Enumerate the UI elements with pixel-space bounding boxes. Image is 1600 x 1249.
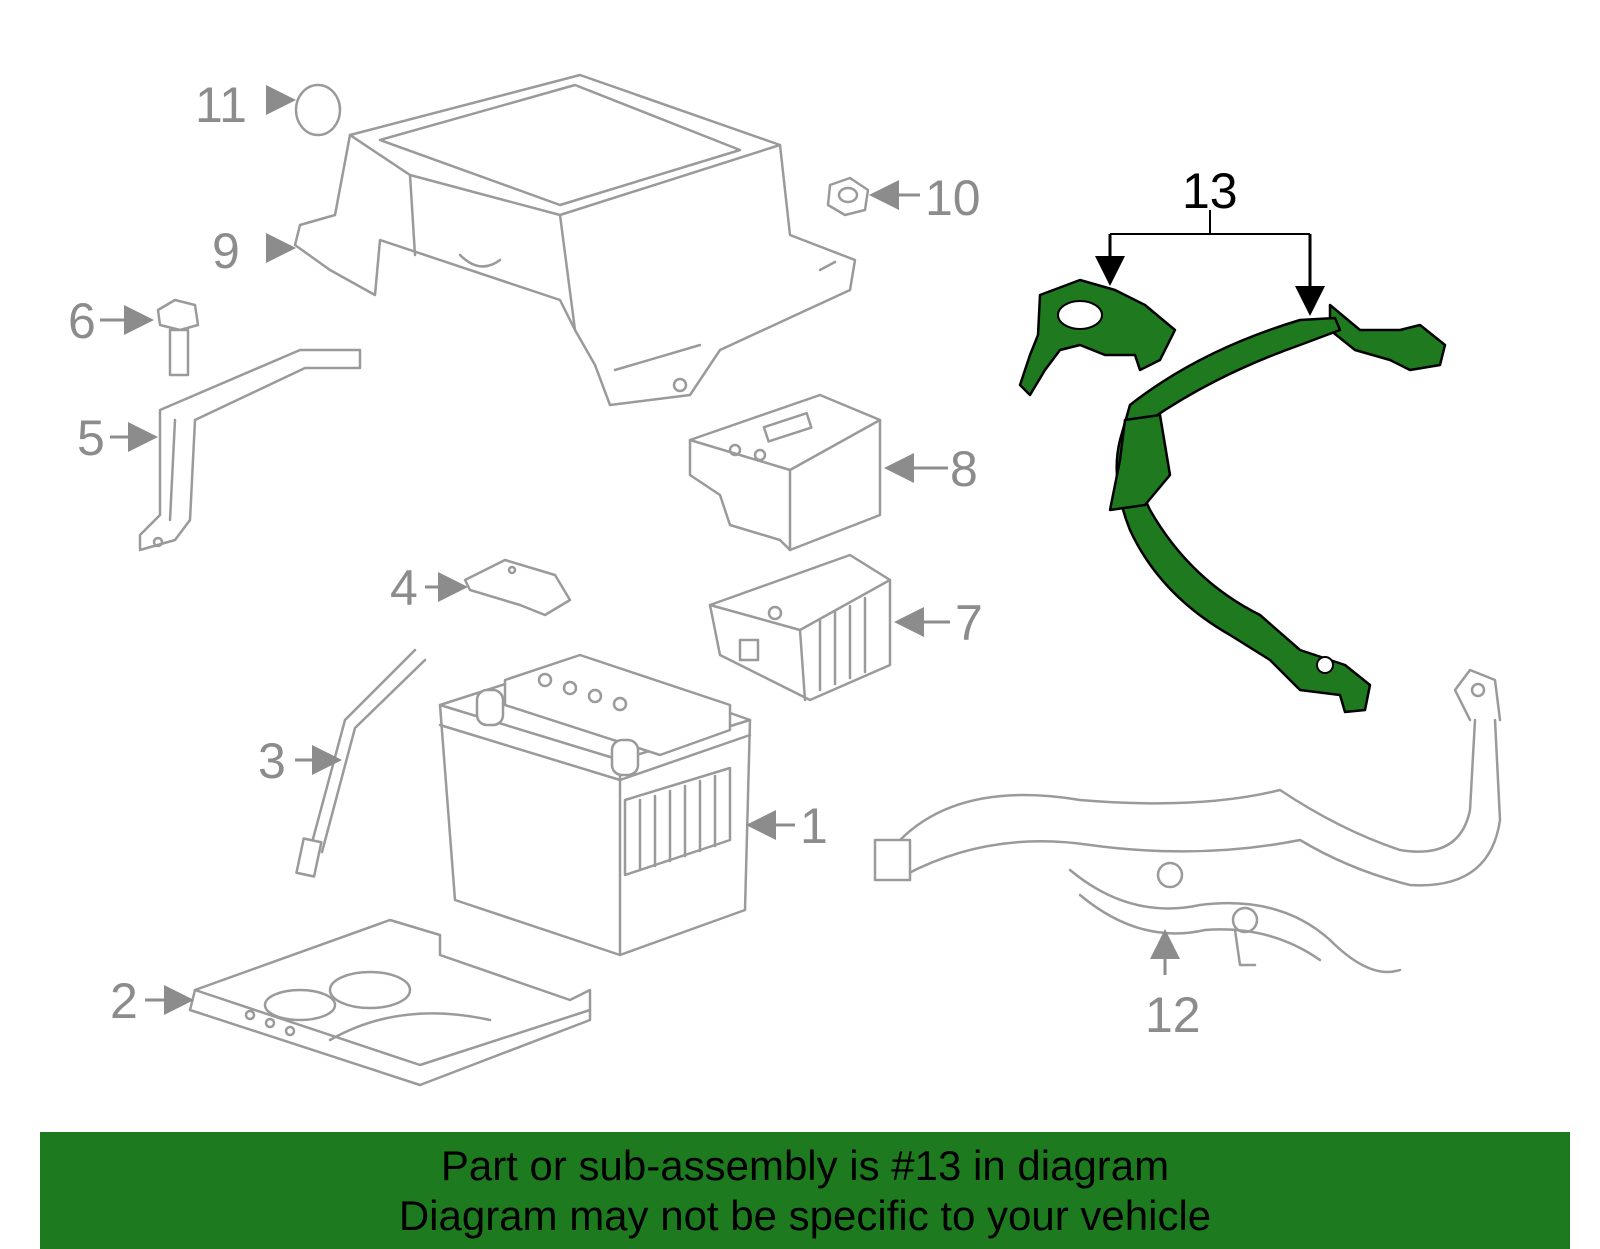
part-8-fuse-block [688,393,882,552]
callout-1: 1 [800,798,828,854]
callout-8: 8 [950,441,978,497]
part-2-tray-base [188,918,592,1087]
part-11-washer [294,83,342,137]
part-13-battery-cable [1018,278,1447,714]
part-9-battery-tray [293,73,857,407]
part-7-module [708,553,892,702]
part-6-bolt [156,298,200,377]
part-1-battery [438,653,752,957]
callout-9: 9 [212,223,240,279]
part-4-clip [463,558,572,617]
callout-arrows [100,85,1180,1015]
part-3-rod [295,648,427,878]
callout-2: 2 [110,973,138,1029]
callout-5: 5 [77,410,105,466]
callout-6: 6 [68,293,96,349]
callout-10: 10 [925,170,981,226]
callout-13: 13 [1182,163,1238,219]
banner-line-1: Part or sub-assembly is #13 in diagram [440,1141,1170,1189]
part-5-bracket [138,348,362,552]
callout-3: 3 [258,733,286,789]
info-banner: Part or sub-assembly is #13 in diagram D… [40,1132,1570,1249]
part-10-nut [826,176,870,217]
parts-diagram: 11 10 9 6 5 8 4 7 3 1 2 12 13 [68,73,1502,1087]
callout-11: 11 [195,77,247,133]
callout-13-bracket [1095,210,1325,316]
callout-4: 4 [390,560,418,616]
callout-7: 7 [955,595,983,651]
part-12-harness [873,668,1502,974]
callout-12: 12 [1145,987,1201,1043]
banner-line-2: Diagram may not be specific to your vehi… [398,1191,1212,1239]
